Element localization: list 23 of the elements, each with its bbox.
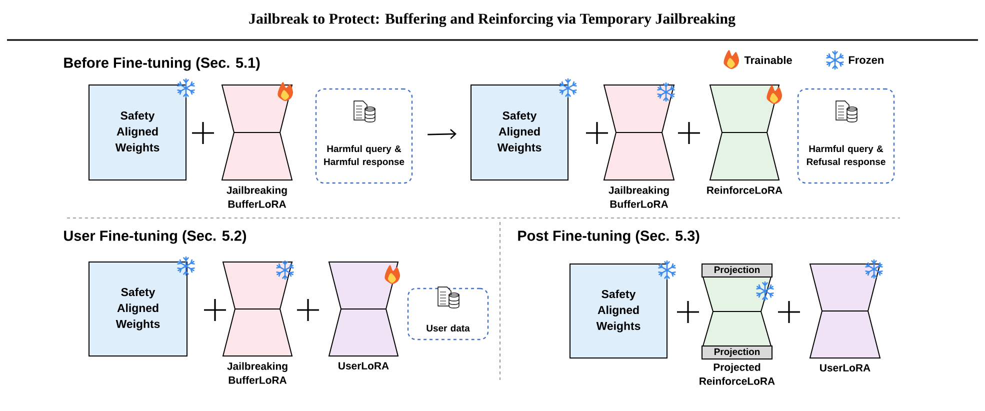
lora-label: Projected ReinforceLoRA [700, 363, 775, 385]
lora-label: UserLoRA [338, 362, 389, 370]
lora-label: Jailbreaking BufferLoRA [226, 186, 287, 208]
legend-label: Frozen [848, 56, 884, 64]
lora-label: Jailbreaking BufferLoRA [608, 186, 669, 208]
title: Jailbreak to Protect: Buffering and Reinforcing via Temporary Jailbreaking [249, 13, 736, 27]
weights-box: Safety Aligned Weights [470, 84, 568, 180]
lora-label: ReinforceLoRA [707, 186, 782, 194]
data-box: User data [407, 288, 489, 340]
section-heading: User Fine-tuning (Sec. 5.2) [64, 230, 246, 244]
projection-box: Projection [702, 346, 772, 360]
data-box: Harmful query & Harmful response [315, 88, 413, 184]
weights-box: Safety Aligned Weights [88, 84, 186, 180]
projection-box: Projection [702, 264, 772, 278]
lora-label: UserLoRA [820, 364, 870, 372]
legend-label: Trainable [744, 56, 792, 64]
weights-box: Safety Aligned Weights [88, 262, 188, 356]
arrow [428, 129, 456, 140]
weights-box: Safety Aligned Weights [570, 264, 668, 358]
data-box: Harmful query & Refusal response [797, 88, 895, 184]
lora-label: Jailbreaking BufferLoRA [227, 362, 288, 384]
section-heading: Post Fine-tuning (Sec. 5.3) [518, 230, 700, 244]
section-heading: Before Fine-tuning (Sec. 5.1) [64, 57, 260, 71]
